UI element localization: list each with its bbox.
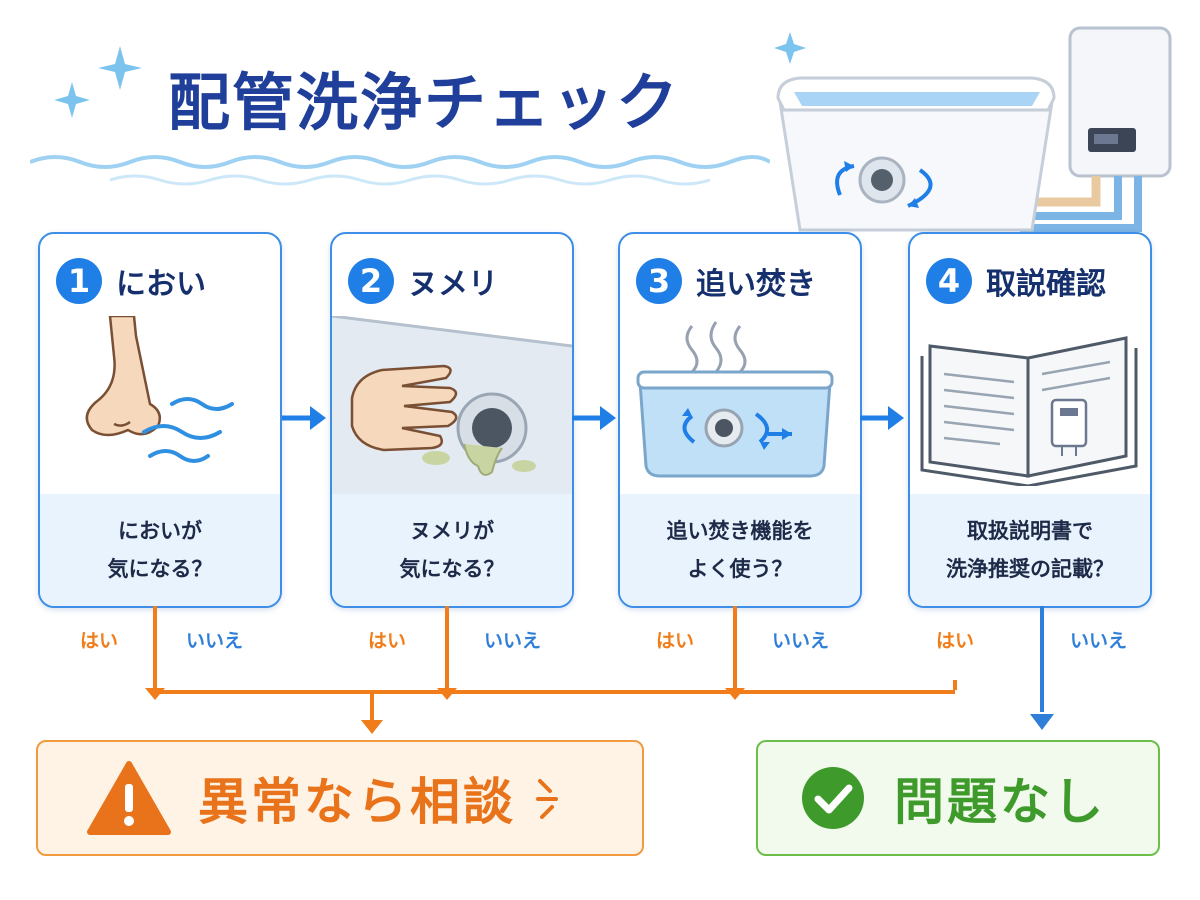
wave-decoration <box>30 155 770 186</box>
question-line: においが <box>118 519 202 543</box>
next-step-arrow <box>572 406 616 430</box>
result-ok-label: 問題なし <box>894 773 1106 831</box>
no-label: いいえ <box>484 630 542 652</box>
step-number: 4 <box>926 258 972 304</box>
nose-icon <box>85 316 234 463</box>
step-number: 1 <box>56 258 102 304</box>
bathtub-heater-illustration <box>776 26 1172 232</box>
yes-label: はい <box>368 630 407 652</box>
step-header: 1 におい <box>56 256 206 306</box>
step-title: におい <box>116 267 206 302</box>
sparkle-icon <box>54 46 142 118</box>
step-title: 追い焚き <box>696 267 816 302</box>
no-label: いいえ <box>772 630 830 652</box>
next-step-arrow <box>860 406 904 430</box>
question-line: ヌメリが <box>410 519 494 543</box>
step-card-1: 1 におい においが気になる？ <box>38 232 282 608</box>
question-line: 取扱説明書で <box>967 519 1093 543</box>
result-consult-label: 異常なら相談 <box>198 773 516 831</box>
yes-label: はい <box>80 630 119 652</box>
sparkle-icon <box>774 32 806 64</box>
hand-icon <box>350 364 458 452</box>
question-box: 追い焚き機能をよく使う？ <box>620 494 860 606</box>
step-title: 取説確認 <box>986 267 1106 302</box>
step-header: 4 取説確認 <box>926 256 1106 306</box>
question-line: 気になる？ <box>107 557 213 581</box>
circulation-arrows-icon <box>682 408 792 450</box>
yes-label: はい <box>936 630 975 652</box>
check-icon <box>802 767 864 829</box>
no-label: いいえ <box>1070 630 1128 652</box>
result-ok-box: 問題なし <box>756 740 1160 856</box>
step-card-4: 4 取説確認 取扱説明書で洗浄推奨の記載？ <box>908 232 1152 608</box>
step-card-3: 3 追い焚き 追い焚き機能をよく使う？ <box>618 232 862 608</box>
question-line: 洗浄推奨の記載？ <box>946 557 1114 581</box>
question-line: 追い焚き機能を <box>666 519 814 543</box>
no-label: いいえ <box>186 630 244 652</box>
alert-lines-icon <box>536 779 558 819</box>
page-title: 配管洗浄チェック <box>168 66 681 139</box>
step-header: 3 追い焚き <box>636 256 816 306</box>
step-title: ヌメリ <box>408 267 498 302</box>
warning-icon <box>87 761 171 835</box>
question-line: 気になる？ <box>399 557 505 581</box>
manual-book-icon <box>920 336 1138 486</box>
step-number: 2 <box>348 258 394 304</box>
question-box: ヌメリが気になる？ <box>332 494 572 606</box>
next-step-arrow <box>282 406 326 430</box>
question-box: においが気になる？ <box>40 494 280 606</box>
reheat-bathtub-illustration <box>636 321 834 478</box>
result-consult-box: 異常なら相談 <box>36 740 644 856</box>
hand-on-pipe-port-illustration <box>332 316 572 494</box>
question-box: 取扱説明書で洗浄推奨の記載？ <box>910 494 1150 606</box>
yes-label: はい <box>656 630 695 652</box>
step-number: 3 <box>636 258 682 304</box>
question-line: よく使う？ <box>687 557 793 581</box>
steam-icon <box>685 321 747 374</box>
step-header: 2 ヌメリ <box>348 256 498 306</box>
